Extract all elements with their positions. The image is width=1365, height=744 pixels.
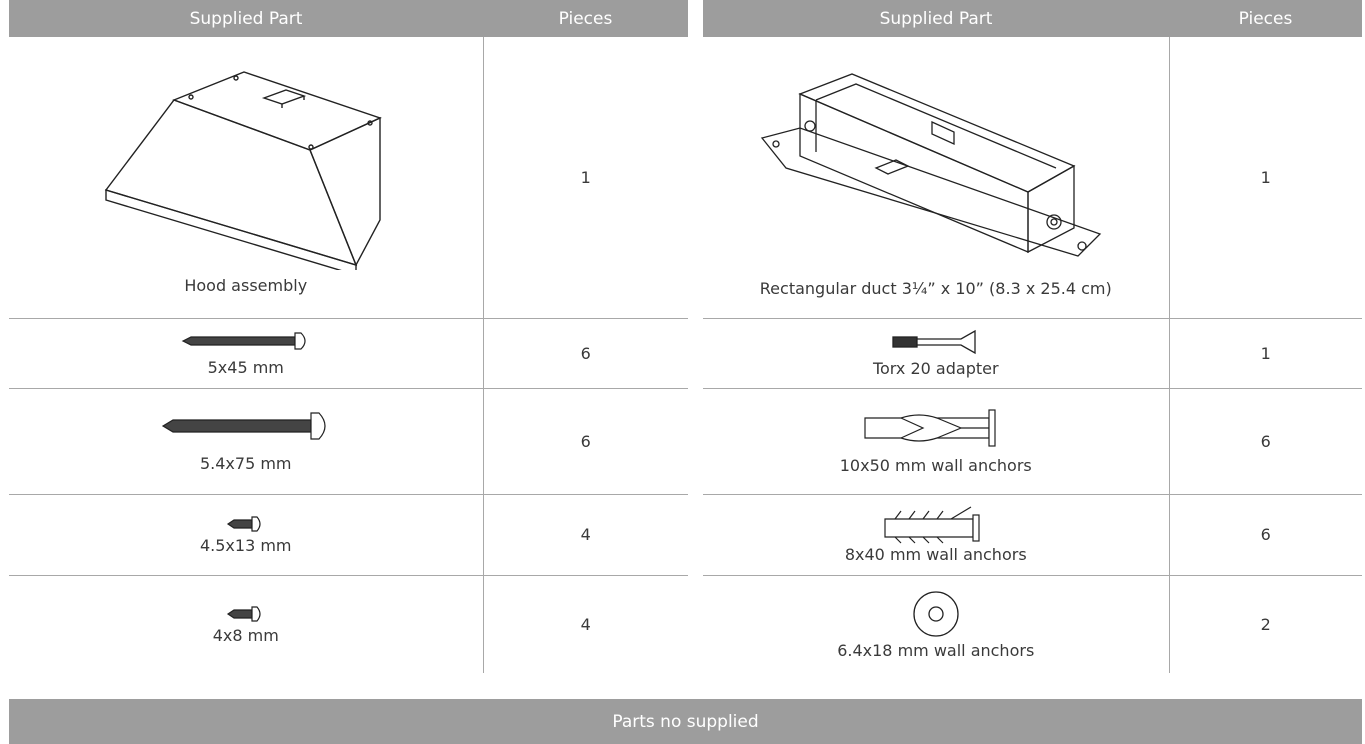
supplied-parts-table-left: Supplied Part Pieces (9, 0, 688, 673)
supplied-parts-table-right: Supplied Part Pieces (703, 0, 1362, 673)
hood-assembly-drawing (104, 71, 382, 270)
table-row: Hood assembly 1 (9, 37, 688, 319)
part-cell: Hood assembly (9, 37, 483, 319)
part-cell: 8x40 mm wall anchors (703, 494, 1169, 576)
pieces-cell: 1 (482, 37, 688, 319)
part-cell: Torx 20 adapter (703, 318, 1169, 389)
table-row: 8x40 mm wall anchors 6 (703, 494, 1362, 576)
part-cell: 4x8 mm (9, 575, 483, 673)
wall-anchor-icon (884, 506, 980, 544)
table-row: Rectangular duct 3¼” x 10” (8.3 x 25.4 c… (703, 37, 1362, 319)
header-supplied-part: Supplied Part (9, 0, 483, 37)
header-pieces: Pieces (1169, 0, 1362, 37)
header-pieces: Pieces (483, 0, 688, 37)
table-row: 5.4x75 mm 6 (9, 388, 688, 495)
part-cell: 10x50 mm wall anchors (703, 388, 1169, 495)
short-screw-icon (226, 606, 261, 622)
pieces-cell: 4 (482, 494, 688, 576)
table-row: 4x8 mm 4 (9, 575, 688, 673)
pieces-cell: 6 (1168, 388, 1362, 495)
part-label: 8x40 mm wall anchors (844, 545, 1027, 564)
part-cell: 4.5x13 mm (9, 494, 483, 576)
table-row: Torx 20 adapter 1 (703, 318, 1362, 389)
pieces-cell: 6 (482, 318, 688, 389)
part-label: 4.5x13 mm (199, 536, 292, 555)
part-label: 4x8 mm (212, 625, 279, 645)
part-label: 5x45 mm (207, 357, 284, 377)
table-row: 5x45 mm 6 (9, 318, 688, 389)
part-label: Hood assembly (184, 275, 308, 295)
pieces-cell: 4 (482, 575, 688, 673)
screw-icon (161, 411, 326, 440)
part-label: Rectangular duct 3¼” x 10” (8.3 x 25.4 c… (759, 279, 1112, 299)
part-label: 5.4x75 mm (199, 453, 292, 473)
part-label: 10x50 mm wall anchors (839, 455, 1032, 475)
parts-not-supplied-header: Parts no supplied (9, 699, 1362, 744)
washer-icon (913, 591, 959, 637)
table-row: 6.4x18 mm wall anchors 2 (703, 575, 1362, 673)
table-row: 10x50 mm wall anchors 6 (703, 388, 1362, 495)
header-supplied-part: Supplied Part (703, 0, 1169, 37)
wall-anchor-icon (864, 408, 996, 447)
part-cell: 5x45 mm (9, 318, 483, 389)
pieces-cell: 6 (482, 388, 688, 495)
short-screw-icon (226, 516, 261, 532)
screw-icon (181, 331, 306, 350)
pieces-cell: 2 (1168, 575, 1362, 673)
pieces-cell: 6 (1168, 494, 1362, 576)
part-label: Torx 20 adapter (872, 358, 999, 378)
part-cell: Rectangular duct 3¼” x 10” (8.3 x 25.4 c… (703, 37, 1169, 319)
pieces-cell: 1 (1168, 37, 1362, 319)
footer-label: Parts no supplied (612, 711, 759, 732)
table-row: 4.5x13 mm 4 (9, 494, 688, 576)
part-label: 6.4x18 mm wall anchors (837, 640, 1035, 660)
duct-drawing (760, 73, 1101, 257)
part-cell: 5.4x75 mm (9, 388, 483, 495)
part-cell: 6.4x18 mm wall anchors (703, 575, 1169, 673)
pieces-cell: 1 (1168, 318, 1362, 389)
torx-adapter-icon (892, 329, 976, 354)
